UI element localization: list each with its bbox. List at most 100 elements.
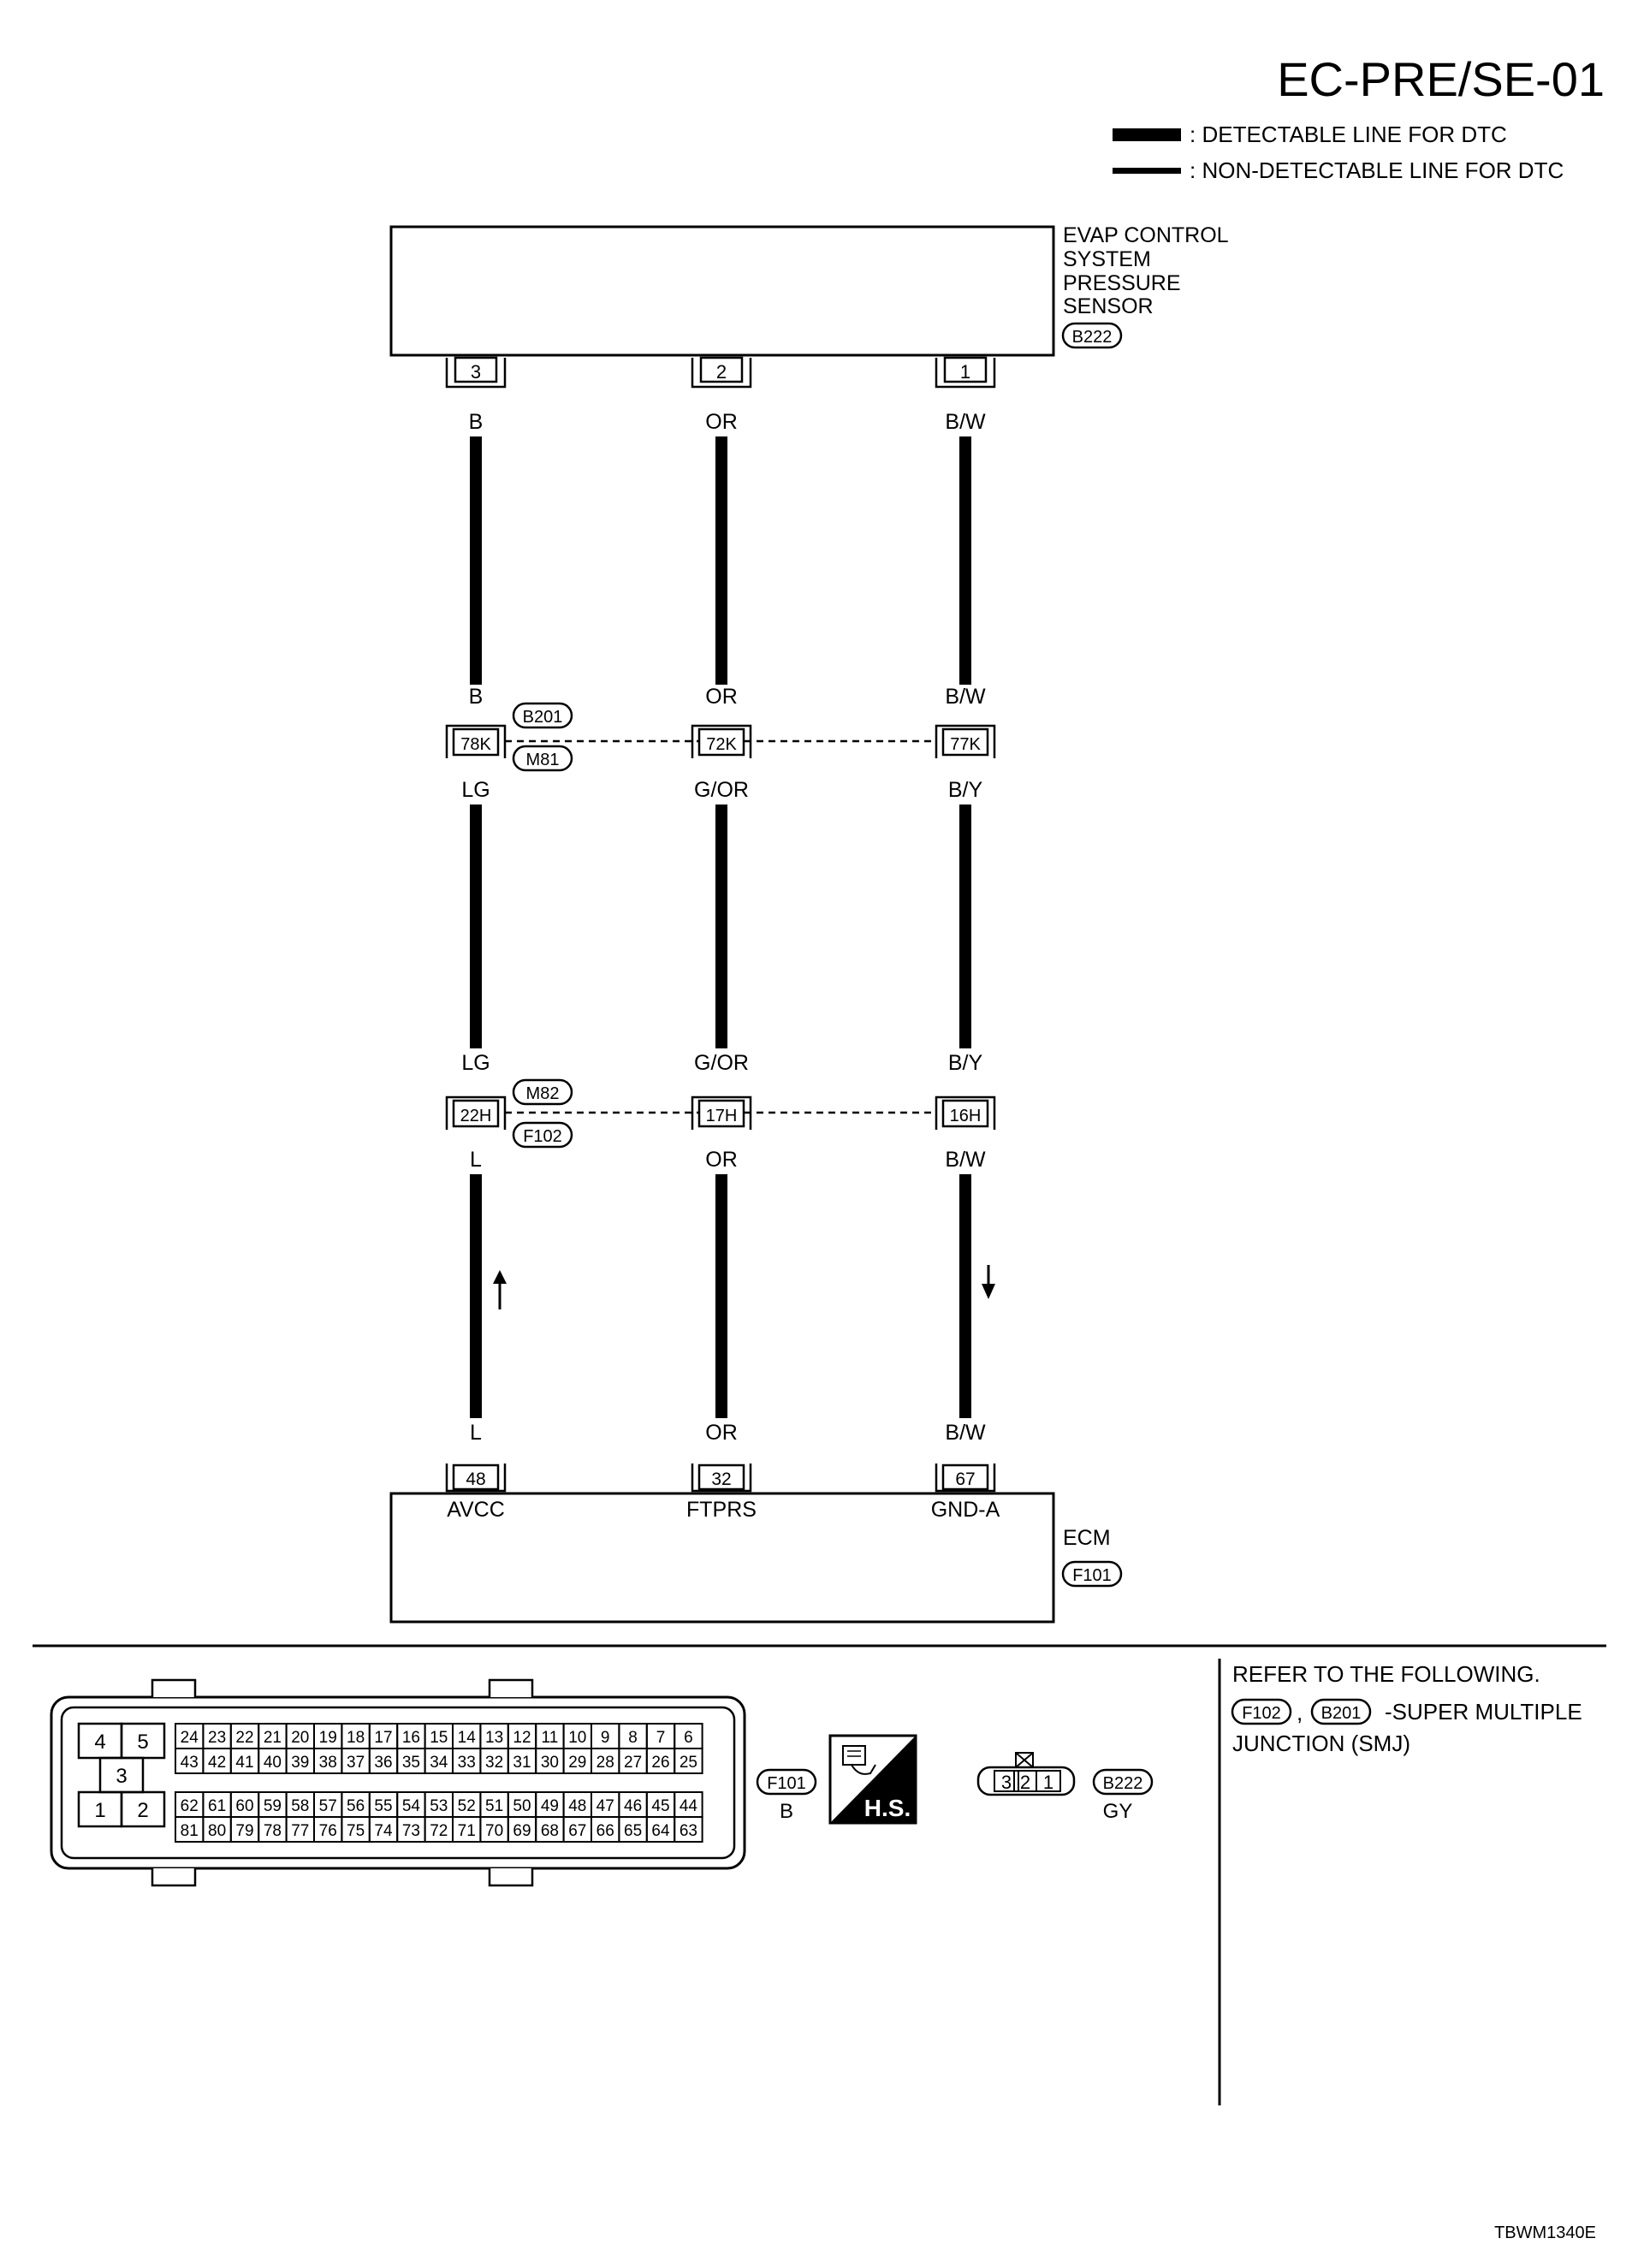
connector-pin: 31 xyxy=(513,1754,531,1772)
connector-pin: 13 xyxy=(485,1729,503,1747)
connector-pin: 74 xyxy=(374,1822,393,1840)
connector-pin: 48 xyxy=(568,1797,586,1815)
connector-pin: 52 xyxy=(458,1797,476,1815)
junction-pin: 22H xyxy=(460,1107,492,1125)
connector-pin: 42 xyxy=(208,1754,226,1772)
wire-segment xyxy=(959,436,971,685)
wire-color-label: B xyxy=(469,410,484,434)
ecm-pin-box xyxy=(941,1464,989,1491)
wire-color-label: OR xyxy=(705,1421,738,1445)
connector-pin-cell xyxy=(674,1816,703,1843)
ecm-pin: 32 xyxy=(711,1469,731,1489)
connector-pin: 38 xyxy=(319,1754,337,1772)
b222-pin: 1 xyxy=(1043,1772,1053,1793)
wire-color-label: LG xyxy=(461,1051,490,1075)
wire-segment xyxy=(470,436,482,685)
connector-pin: 28 xyxy=(596,1754,614,1772)
connector-pin: 65 xyxy=(624,1822,642,1840)
connector-pin: 3 xyxy=(116,1765,127,1788)
connector-housing xyxy=(50,1695,746,1870)
connector-pin: 45 xyxy=(651,1797,669,1815)
connector-pin: 34 xyxy=(430,1754,448,1772)
arrow-up-icon xyxy=(493,1270,507,1309)
ecm-terminal: GND-A xyxy=(931,1498,1000,1522)
refer-connector-id: B201 xyxy=(1321,1704,1362,1723)
connector-pin: 39 xyxy=(291,1754,309,1772)
wire-color-label: OR xyxy=(705,1148,738,1172)
connector-pin: 71 xyxy=(458,1822,476,1840)
wire-color-label: B/W xyxy=(945,1421,986,1445)
wire-segment xyxy=(959,1174,971,1418)
connector-pin: 21 xyxy=(264,1729,282,1747)
connector-pin: 37 xyxy=(347,1754,365,1772)
connector-pin: 5 xyxy=(137,1731,148,1754)
b222-pin: 2 xyxy=(1020,1772,1030,1793)
connector-pin: 33 xyxy=(458,1754,476,1772)
connector-pin: 40 xyxy=(264,1754,282,1772)
connector-pin: 27 xyxy=(624,1754,642,1772)
wire-color-label: B/Y xyxy=(948,1051,983,1075)
connector-pin: 4 xyxy=(94,1731,105,1754)
ecm-unit: AVCC FTPRS GND-A ECM F101 xyxy=(389,1492,1123,1624)
refer-line-3: JUNCTION (SMJ) xyxy=(1232,1731,1410,1756)
wire-color-label: LG xyxy=(461,778,490,802)
junction-pin-box xyxy=(697,727,745,757)
wire-color-label: B/W xyxy=(945,685,986,709)
connector-pin: 79 xyxy=(235,1822,253,1840)
junction-2: 22H 17H 16H M82 F102 xyxy=(445,1078,996,1149)
b222-connector-id: B222 xyxy=(1103,1774,1143,1793)
sensor-name-line-3: PRESSURE xyxy=(1063,271,1181,295)
connector-pin: 17 xyxy=(374,1729,392,1747)
connector-pin: 23 xyxy=(208,1729,226,1747)
ecm-box xyxy=(389,1492,1055,1624)
connector-pin: 19 xyxy=(319,1729,337,1747)
connector-pin: 36 xyxy=(374,1754,392,1772)
connector-pin: 6 xyxy=(684,1729,693,1747)
connector-pin: 70 xyxy=(485,1822,503,1840)
non-detectable-line-swatch xyxy=(1113,168,1181,174)
pressure-sensor: EVAP CONTROL SYSTEM PRESSURE SENSOR B222 xyxy=(389,223,1229,357)
connector-pin: 78 xyxy=(264,1822,282,1840)
connector-pin: 7 xyxy=(656,1729,666,1747)
connector-badge xyxy=(512,745,573,772)
refer-connector-badge xyxy=(1231,1698,1292,1725)
connector-pin: 43 xyxy=(181,1754,199,1772)
wire-color-label: L xyxy=(470,1421,482,1445)
connector-pin: 41 xyxy=(235,1754,253,1772)
wire-color-label: OR xyxy=(705,410,738,434)
hand-connector-icon xyxy=(842,1745,876,1775)
sensor-pin-box xyxy=(699,356,744,383)
connector-pin: 11 xyxy=(542,1729,559,1747)
connector-pin: 81 xyxy=(181,1822,199,1840)
arrow-down-icon xyxy=(982,1265,995,1299)
legend-non-detectable: : NON-DETECTABLE LINE FOR DTC xyxy=(1190,157,1564,183)
sensor-pin-box xyxy=(454,356,498,383)
connector-pin: 66 xyxy=(596,1822,614,1840)
junction-pin: 17H xyxy=(706,1107,738,1125)
connector-id: M81 xyxy=(526,751,560,769)
connector-pin: 24 xyxy=(181,1729,199,1747)
harness-side-icon: H.S. xyxy=(828,1734,917,1825)
connector-pin: 53 xyxy=(430,1797,448,1815)
connector-badge xyxy=(512,702,573,729)
sensor-pin: 2 xyxy=(716,361,727,383)
sensor-pin-box xyxy=(943,356,988,383)
connector-inner-housing xyxy=(60,1706,736,1860)
refer-line-1: REFER TO THE FOLLOWING. xyxy=(1232,1661,1540,1687)
connector-pin: 54 xyxy=(402,1797,421,1815)
connector-badge xyxy=(512,1121,573,1149)
legend-detectable: : DETECTABLE LINE FOR DTC xyxy=(1190,122,1507,147)
connector-pin: 30 xyxy=(541,1754,559,1772)
connector-pin: 35 xyxy=(402,1754,420,1772)
connector-pin: 50 xyxy=(513,1797,531,1815)
ecm-pins: 48 32 67 xyxy=(445,1464,996,1493)
connector-pin: 22 xyxy=(235,1729,253,1747)
refer-line-2: -SUPER MULTIPLE xyxy=(1385,1699,1582,1725)
f101-connector-id: F101 xyxy=(767,1774,806,1793)
junction-pin: 77K xyxy=(950,735,981,754)
wire-segment xyxy=(470,1174,482,1418)
sensor-pins: 3 2 1 xyxy=(445,356,996,389)
b222-pin: 3 xyxy=(1001,1772,1012,1793)
